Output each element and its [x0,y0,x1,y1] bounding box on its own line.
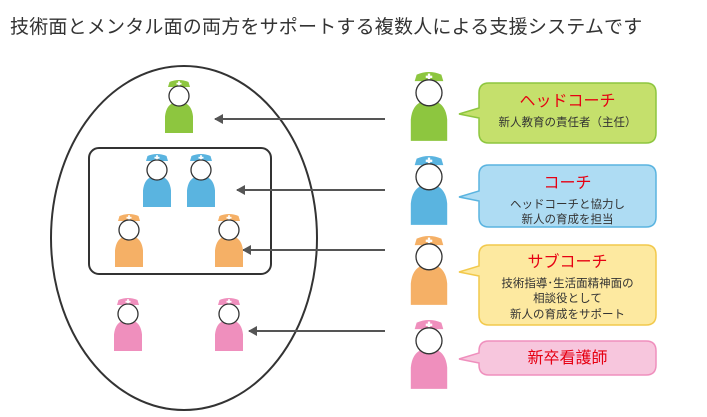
sub-coach-figure-2 [215,214,243,267]
diagram-title: 技術面とメンタル面の両方をサポートする複数人による支援システムです [10,16,643,38]
coach-figure-2-body [187,177,215,207]
callout-box-head-coach [458,82,657,144]
role-name: ヘッドコーチ [519,91,616,110]
new-nurse-figure-1-head [117,303,139,325]
callout-text-coach: コーチヘッドコーチと協力し新人の育成を担当 [479,172,656,228]
coach-large-figure [410,156,448,225]
role-description-line: 新人教育の責任者（主任） [498,114,637,129]
coach-figure-2 [187,154,215,207]
coach-figure-1-body [143,177,171,207]
new-nurse-figure-2-head [218,303,240,325]
head-coach-figure-head [168,85,190,107]
role-description-line: ヘッドコーチと協力し [510,196,625,211]
role-description-line: 相談役として [533,291,602,306]
coach-figure-2-head [190,159,212,181]
new-nurse-figure-2 [215,298,243,351]
sub-coach-large-figure [410,236,448,305]
coach-figure-1 [143,154,171,207]
new-nurse-figure-1-body [114,321,142,351]
callout-box-new-nurse [458,340,657,376]
coach-figure-1-head [146,159,168,181]
callout-text-sub-coach: サブコーチ技術指導･生活面精神面の相談役として新人の育成をサポート [479,251,656,322]
head-coach-large-figure-body [410,101,448,141]
coach-large-figure-head [415,163,443,191]
head-coach-figure-body [165,103,193,133]
coach-group-box [88,147,272,275]
sub-coach-figure-2-body [215,237,243,267]
sub-coach-large-figure-body [410,265,448,305]
callout-text-head-coach: ヘッドコーチ新人教育の責任者（主任） [479,90,656,130]
role-name: 新卒看護師 [527,348,608,367]
new-nurse-large-figure [410,320,448,389]
role-name: コーチ [543,173,592,192]
role-description-line: 新人の育成を担当 [521,212,614,227]
coach-large-figure-body [410,185,448,225]
sub-coach-figure-1 [115,214,143,267]
sub-coach-large-figure-head [415,243,443,271]
sub-coach-figure-1-body [115,237,143,267]
head-coach-figure [165,80,193,133]
team-ellipse [50,65,318,411]
role-description-line: 技術指導･生活面精神面の [501,275,634,290]
role-description-line: 新人の育成をサポート [510,306,625,321]
head-coach-large-figure [410,72,448,141]
callout-text-new-nurse: 新卒看護師 [479,347,656,369]
sub-coach-figure-2-head [218,219,240,241]
role-name: サブコーチ [527,252,608,271]
new-nurse-large-figure-head [415,327,443,355]
callout-box-coach [458,164,657,228]
callout-box-sub-coach [458,244,657,326]
new-nurse-figure-1 [114,298,142,351]
new-nurse-large-figure-body [410,349,448,389]
sub-coach-figure-1-head [118,219,140,241]
head-coach-large-figure-head [415,79,443,107]
new-nurse-figure-2-body [215,321,243,351]
